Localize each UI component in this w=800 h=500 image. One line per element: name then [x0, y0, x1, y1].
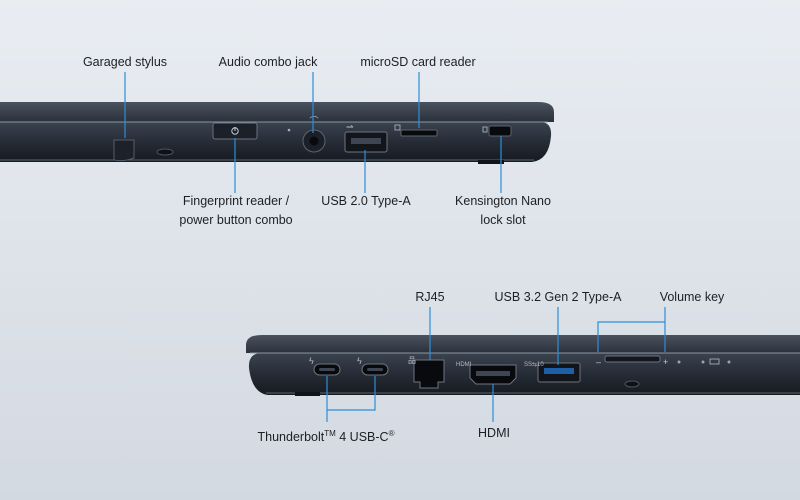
lock-icon	[482, 126, 488, 133]
rj45-port	[413, 359, 445, 389]
label-microsd-reader: microSD card reader	[360, 55, 476, 69]
label-volume-key: Volume key	[659, 290, 725, 304]
label-thunderbolt: ThunderboltTM 4 USB-C®	[258, 424, 395, 447]
label-audio-combo-jack: Audio combo jack	[218, 55, 318, 69]
battery-led	[701, 360, 705, 364]
kensington-slot	[488, 125, 512, 137]
bottom-base	[248, 353, 800, 395]
sd-icon	[394, 124, 401, 131]
hdmi-mark: HDMI	[456, 362, 472, 368]
label-kensington-line1: Kensington Nano	[455, 194, 551, 208]
laptop-left-side: ϟ ϟ 品 HDMI SS⇆10 – +	[246, 335, 800, 396]
drive-led	[677, 360, 681, 364]
volume-rocker	[604, 355, 661, 363]
label-fingerprint-line2: power button combo	[179, 213, 293, 227]
label-hdmi: HDMI	[478, 426, 510, 440]
volume-minus-mark: –	[596, 357, 601, 367]
power-led	[727, 360, 731, 364]
bottom-leader-lines	[326, 307, 666, 422]
label-fingerprint-line1: Fingerprint reader /	[182, 194, 290, 208]
label-thunderbolt-rest: 4 USB-C	[335, 430, 389, 445]
label-usb20: USB 2.0 Type-A	[321, 194, 411, 208]
microsd-slot	[400, 129, 438, 137]
label-garaged-stylus: Garaged stylus	[82, 55, 168, 69]
label-thunderbolt-tm: TM	[324, 429, 336, 438]
label-fingerprint-power: Fingerprint reader / power button combo	[179, 192, 292, 230]
label-rj45: RJ45	[415, 290, 445, 304]
headset-icon: ⌒	[309, 116, 318, 126]
network-icon: 品	[408, 356, 416, 365]
stylus-garage	[113, 139, 135, 162]
top-base	[0, 122, 552, 162]
label-usb32: USB 3.2 Gen 2 Type-A	[494, 290, 622, 304]
bottom-lid	[246, 335, 800, 353]
label-kensington-line2: lock slot	[480, 213, 526, 227]
laptop-right-side: ⌒ ⇀	[0, 102, 554, 164]
top-lid	[0, 102, 554, 122]
battery-icon	[709, 358, 720, 365]
label-thunderbolt-main: Thunderbolt	[257, 430, 325, 445]
volume-plus-mark: +	[663, 357, 668, 367]
label-kensington: Kensington Nano lock slot	[455, 192, 551, 230]
usb-ss-mark: SS⇆10	[524, 361, 544, 368]
label-thunderbolt-reg: ®	[388, 429, 395, 438]
top-leader-lines	[124, 72, 502, 193]
thunderbolt-icon: ϟ	[309, 356, 314, 366]
thunderbolt-icon-2: ϟ	[357, 356, 362, 366]
usb-icon: ⇀	[346, 122, 354, 132]
